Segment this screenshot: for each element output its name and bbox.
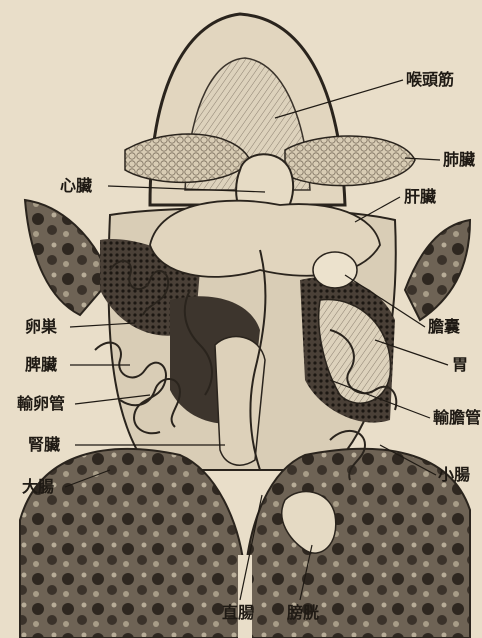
right-lung <box>285 136 415 186</box>
right-hindleg <box>245 449 470 638</box>
label-spleen: 脾臟 <box>25 356 57 374</box>
label-small-intestine: 小腸 <box>438 466 470 484</box>
label-oviduct: 輸卵管 <box>17 395 65 413</box>
right-foreleg <box>405 220 470 320</box>
label-lungs: 肺臟 <box>443 151 475 169</box>
gallbladder-shape <box>313 252 357 288</box>
leg-gap <box>238 555 252 638</box>
label-gallbladder: 膽囊 <box>428 318 460 336</box>
label-stomach: 胃 <box>452 356 468 374</box>
label-bile-duct: 輸膽管 <box>433 409 481 427</box>
label-throat-muscle: 喉頭筋 <box>406 71 454 89</box>
label-kidney: 腎臟 <box>28 436 60 454</box>
label-large-intestine: 大腸 <box>22 478 54 496</box>
label-ovary: 卵巣 <box>25 318 57 336</box>
label-liver: 肝臟 <box>404 188 436 206</box>
left-foreleg <box>25 200 110 315</box>
label-rectum: 直腸 <box>222 604 254 622</box>
label-heart: 心臟 <box>60 177 92 195</box>
label-bladder: 膀胱 <box>287 604 319 622</box>
